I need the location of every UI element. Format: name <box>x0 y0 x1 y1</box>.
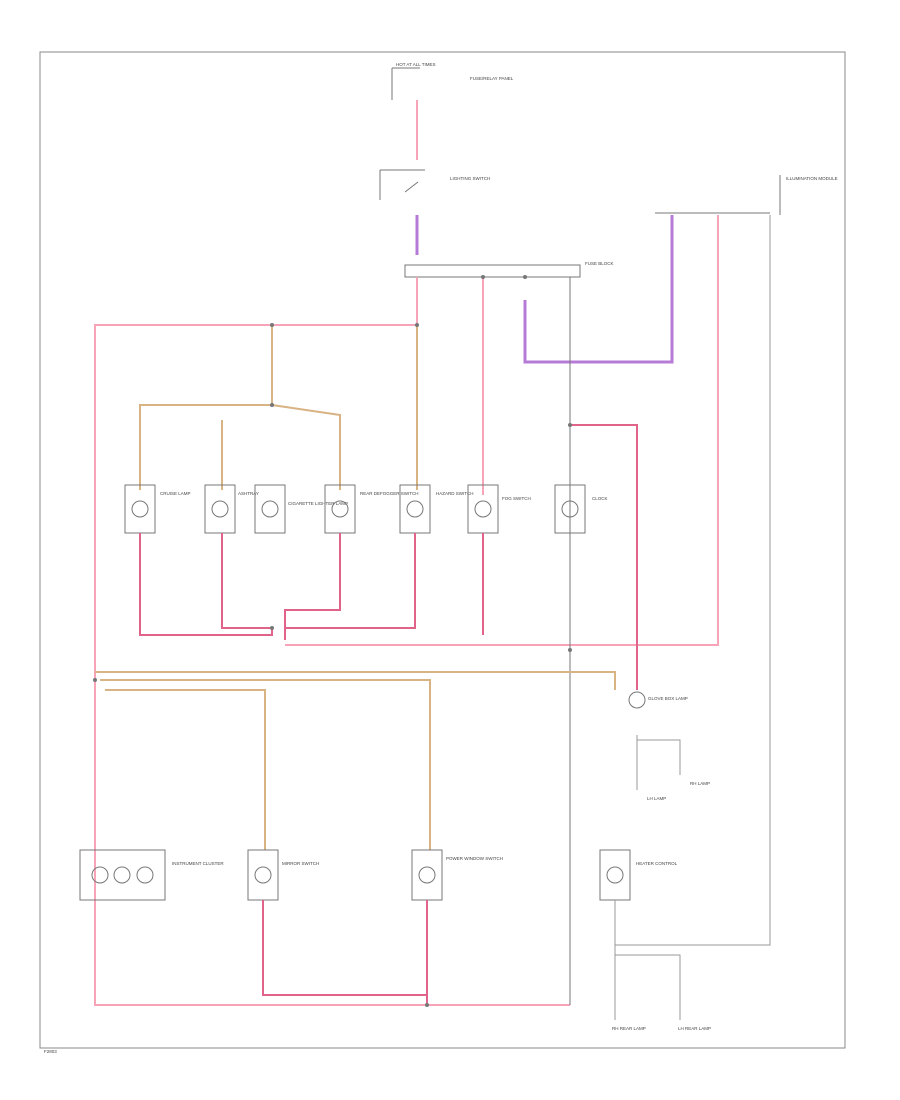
cigarette-lighter-lamp <box>254 484 286 534</box>
lighting-switch-label: LIGHTING SWITCH <box>450 176 490 181</box>
lh-rear-lamp-label: LH REAR LAMP <box>678 1026 711 1031</box>
rh-lamp-label: RH LAMP <box>690 781 710 786</box>
mirror-switch <box>247 849 279 901</box>
power-window-switch <box>411 849 443 901</box>
lighting-switch-bracket <box>379 169 425 200</box>
cruise-lamp <box>124 484 156 534</box>
fuse-panel-label: HOT AT ALL TIMES <box>396 62 436 67</box>
fuse-box-bracket <box>391 67 420 100</box>
illumination-module-bracket <box>655 175 781 215</box>
instrument-cluster-label: INSTRUMENT CLUSTER <box>172 861 224 866</box>
lh-lamp-label: LH LAMP <box>647 796 666 801</box>
junction-node <box>270 626 274 630</box>
hazard-switch-label: HAZARD SWITCH <box>436 491 474 496</box>
cigarette-lighter-label: CIGARETTE LIGHTER LAMP <box>288 501 348 506</box>
clock <box>554 484 586 534</box>
illumination-module-label: ILLUMINATION MODULE <box>786 176 838 181</box>
glove-box-lamp <box>628 691 646 709</box>
clock-label: CLOCK <box>592 496 608 501</box>
wire-glovebox-feed <box>570 424 638 690</box>
diagram-frame <box>39 51 846 1049</box>
ashtray-lamp <box>204 484 236 534</box>
wire-glovebox-out <box>636 735 681 790</box>
junction-node <box>270 323 274 327</box>
wire-return-upper <box>139 533 484 640</box>
wire-main-loop <box>94 277 570 1006</box>
fog-switch-label: FOG SWITCH <box>502 496 531 501</box>
lighting-switch-contact <box>404 181 419 193</box>
ashtray-lamp-label: ASHTRAY <box>238 491 259 496</box>
wire-module-pink <box>285 215 719 646</box>
heater-control <box>599 849 631 901</box>
heater-control-label: HEATER CONTROL <box>636 861 678 866</box>
cruise-lamp-label: CRUISE LAMP <box>160 491 191 496</box>
fuse-block-label: FUSE BLOCK <box>585 261 614 266</box>
fuse-note-label: FUSE/RELAY PANEL <box>470 76 514 81</box>
junction-node <box>481 275 485 279</box>
rear-defogger-label: REAR DEFOGGER SWITCH <box>360 491 419 496</box>
rear-defogger-switch <box>324 484 356 534</box>
rh-rear-lamp-label: RH REAR LAMP <box>612 1026 646 1031</box>
wire-module-purple <box>523 215 674 364</box>
wire-tan-lower <box>95 671 616 850</box>
wire-module-ground <box>615 215 771 946</box>
junction-node <box>270 403 274 407</box>
power-window-switch-label: POWER WINDOW SWITCH <box>446 856 503 861</box>
wire-rear-lamps <box>614 900 681 1020</box>
footer-code: F2803 <box>44 1049 57 1054</box>
instrument-cluster <box>79 849 166 901</box>
wire-return-lower <box>262 900 428 1005</box>
junction-node <box>93 678 97 682</box>
junction-node <box>425 1003 429 1007</box>
junction-node <box>568 648 572 652</box>
junction-node <box>415 323 419 327</box>
junction-node <box>568 423 572 427</box>
junction-node <box>523 275 527 279</box>
mirror-switch-label: MIRROR SWITCH <box>282 861 319 866</box>
glove-box-lamp-label: GLOVE BOX LAMP <box>648 696 688 701</box>
fuse-block-bus <box>404 264 581 278</box>
wire-tan-upper <box>139 325 341 490</box>
